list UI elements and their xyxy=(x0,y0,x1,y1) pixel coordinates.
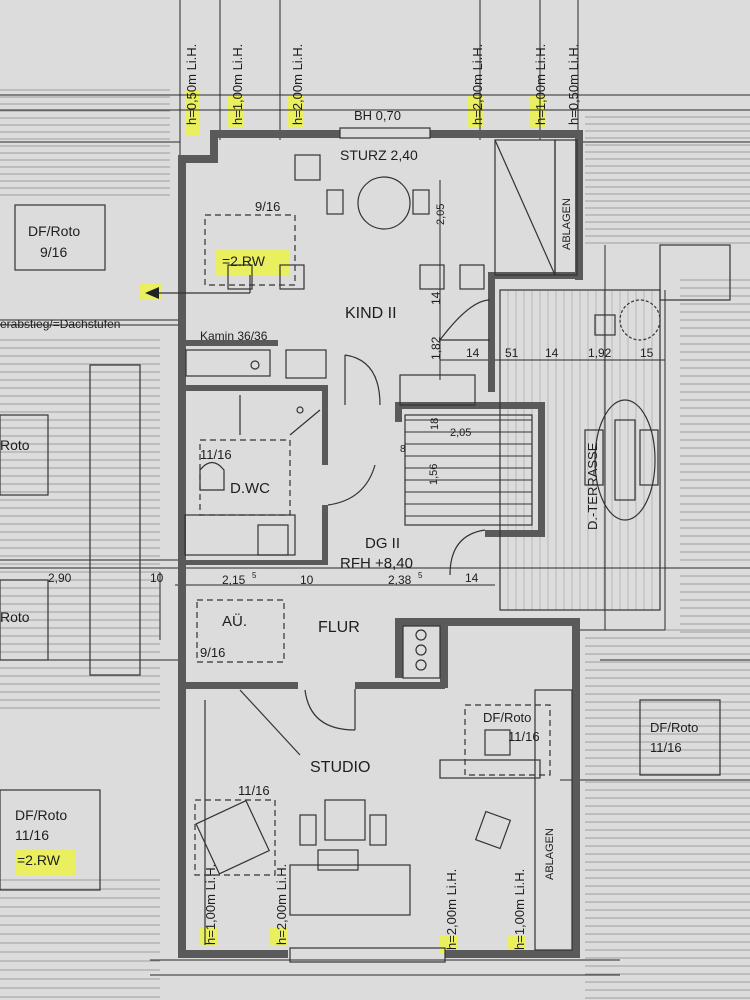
window-df-left-top: DF/Roto xyxy=(28,223,80,239)
height-bottom-4: h=1,00m Li.H. xyxy=(512,869,527,950)
label-au: AÜ. xyxy=(222,612,247,630)
height-top-5: h=1,00m Li.H. xyxy=(533,44,548,125)
height-bottom-2: h=2,00m Li.H. xyxy=(274,864,289,945)
dim-192: 1,92 xyxy=(588,346,612,360)
height-bottom-1: h=1,00m Li.H. xyxy=(203,864,218,945)
dim-215: 2,15 xyxy=(222,573,246,587)
window-size-left-top: 9/16 xyxy=(40,244,67,260)
label-bh: BH 0,70 xyxy=(354,108,401,123)
height-bottom-3: h=2,00m Li.H. xyxy=(444,869,459,950)
dim-238: 2,38 xyxy=(388,573,412,587)
window-size-wc: 11/16 xyxy=(200,447,232,462)
arrow-icon xyxy=(145,287,159,299)
dim-14-c: 14 xyxy=(545,346,559,360)
window-size-studio-right: 11/16 xyxy=(508,729,540,744)
dim-sup5-a: 5 xyxy=(252,571,257,580)
window-df-studio-right: DF/Roto xyxy=(483,710,531,725)
dim-290: 2,90 xyxy=(48,571,72,585)
window-size-studio-left: 11/16 xyxy=(238,783,270,798)
dim-14-d: 14 xyxy=(465,571,479,585)
dim-8: 8 xyxy=(400,444,406,455)
height-top-1: h=0,50m Li.H. xyxy=(184,44,199,125)
label-kamin: Kamin 36/36 xyxy=(200,329,268,343)
dim-18: 18 xyxy=(429,418,441,430)
dim-205-b: 2,05 xyxy=(450,427,471,439)
window-size-left-bottom: 11/16 xyxy=(15,827,49,843)
furniture xyxy=(0,127,731,963)
label-dgii: DG II xyxy=(365,535,400,552)
label-studio: STUDIO xyxy=(310,759,370,776)
dim-10-b: 10 xyxy=(300,573,314,587)
height-top-4: h=2,00m Li.H. xyxy=(470,44,485,125)
height-top-3: h=2,00m Li.H. xyxy=(290,44,305,125)
text-labels: BH 0,70 STURZ 2,40 KIND II Kamin 36/36 D… xyxy=(0,44,698,950)
label-kind: KIND II xyxy=(345,305,397,322)
window-size-right: 11/16 xyxy=(650,740,682,755)
dim-10-a: 10 xyxy=(150,571,164,585)
window-roto-left-1: Roto xyxy=(0,437,30,453)
dim-14-b: 14 xyxy=(466,346,480,360)
window-rw-kind: =2.RW xyxy=(222,253,266,269)
window-rw-left-bottom: =2.RW xyxy=(17,852,61,868)
label-dwc: D.WC xyxy=(230,480,270,497)
label-ablagen-top: ABLAGEN xyxy=(561,198,573,250)
dim-51: 51 xyxy=(505,346,519,360)
window-size-kind: 9/16 xyxy=(255,199,280,214)
label-ablagen-bottom: ABLAGEN xyxy=(544,828,556,880)
dim-15: 15 xyxy=(640,346,654,360)
label-sturz: STURZ 2,40 xyxy=(340,147,418,163)
highlighter-marks xyxy=(15,90,546,953)
dim-182: 1,82 xyxy=(429,336,443,360)
window-roto-left-2: Roto xyxy=(0,609,30,625)
label-rfh: RFH +8,40 xyxy=(340,555,413,572)
label-ausstieg: erabstieg/=Dachstufen xyxy=(0,317,120,331)
height-top-2: h=1,00m Li.H. xyxy=(230,44,245,125)
roof-hatching xyxy=(0,89,750,999)
height-top-6: h=0,50m Li.H. xyxy=(566,44,581,125)
dim-205-a: 2,05 xyxy=(435,204,447,225)
label-flur: FLUR xyxy=(318,619,360,636)
label-terrasse: D.-TERRASSE xyxy=(585,442,600,530)
window-size-flur: 9/16 xyxy=(200,645,225,660)
dim-14-a: 14 xyxy=(429,291,443,305)
window-df-right: DF/Roto xyxy=(650,720,698,735)
window-df-left-bottom: DF/Roto xyxy=(15,807,67,823)
dim-156: 1,56 xyxy=(428,464,440,485)
dim-sup5-b: 5 xyxy=(418,571,423,580)
